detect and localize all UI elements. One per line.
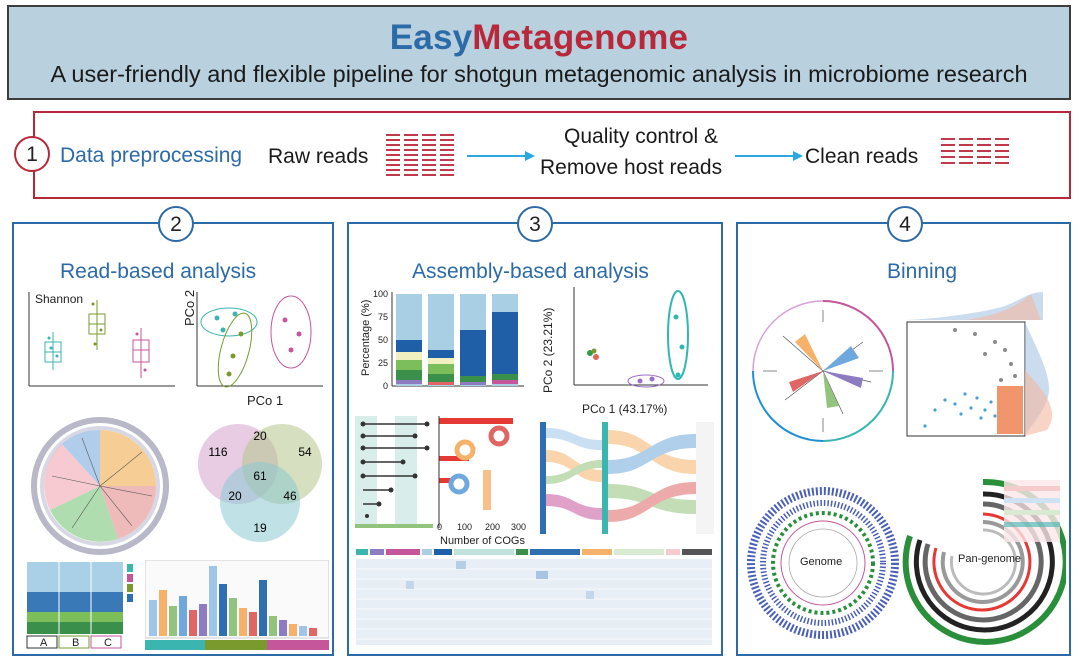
step1-number: 1 (14, 136, 50, 172)
qc-label-1: Quality control & (564, 125, 719, 148)
pct-ytick: 50 (378, 335, 389, 345)
panel4-number: 4 (887, 206, 923, 242)
clean-reads-icon (941, 138, 1010, 164)
panel2-number: 2 (158, 206, 194, 242)
cog-xtick: 200 (485, 522, 501, 532)
phylogenetic-tree (752, 300, 894, 442)
shannon-boxplot (28, 292, 175, 387)
pan-genome-plot (902, 478, 1066, 645)
percentage-bar-chart (391, 292, 524, 387)
panel3-number: 3 (517, 206, 553, 242)
venn-value: 46 (283, 489, 297, 503)
panel2-title: Read-based analysis (60, 260, 257, 283)
pct-ytick: 25 (378, 358, 389, 368)
cog-xtick: 0 (437, 522, 443, 532)
clean-reads-label: Clean reads (805, 145, 919, 168)
binning-scatter (906, 292, 1052, 437)
pcoa-assembly-plot (573, 287, 708, 388)
panel4-title: Binning (887, 260, 958, 283)
heatmap (356, 549, 712, 645)
group-label: C (104, 637, 112, 649)
venn-value: 116 (208, 445, 227, 459)
pan-genome-label: Pan-genome (958, 553, 1021, 565)
cog-xlabel: Number of COGs (440, 535, 525, 547)
group-label: A (40, 637, 48, 649)
genome-circle (747, 487, 899, 639)
cog-xtick: 100 (457, 522, 473, 532)
pct-ytick: 75 (378, 312, 389, 322)
panel3-title: Assembly-based analysis (412, 260, 649, 283)
shannon-label: Shannon (35, 292, 84, 306)
pct-ytick: 100 (373, 289, 389, 299)
raw-reads-icon (386, 134, 455, 176)
pcoa3-xlabel: PCo 1 (43.17%) (582, 402, 668, 416)
step1-panel (33, 111, 1071, 199)
page-subtitle: A user-friendly and flexible pipeline fo… (50, 61, 1028, 87)
pct-ylabel: Percentage (%) (360, 299, 372, 376)
venn-value: 54 (298, 445, 312, 459)
pcoa3-ylabel: PCo 2 (23.21%) (541, 307, 555, 393)
genome-label: Genome (800, 556, 843, 568)
title-part-metagenome: Metagenome (472, 18, 689, 57)
sankey-diagram (540, 422, 714, 534)
venn-value: 61 (253, 469, 267, 483)
raw-reads-label: Raw reads (268, 145, 369, 168)
venn-value: 20 (253, 429, 267, 443)
upset-cog-chart (355, 416, 513, 528)
step1-title: Data preprocessing (60, 144, 243, 167)
venn-diagram: 116 20 54 61 20 46 19 (198, 424, 322, 542)
venn-value: 20 (228, 489, 242, 503)
group-label: B (72, 637, 80, 649)
stacked-bar-small (26, 562, 133, 649)
venn-value: 19 (253, 521, 267, 535)
pcoa-xlabel: PCo 1 (247, 393, 284, 408)
qc-label-2: Remove host reads (540, 156, 723, 179)
header-banner: EasyMetagenome A user-friendly and flexi… (7, 5, 1071, 100)
cog-xtick: 300 (511, 522, 527, 532)
arrow-icon (467, 151, 535, 161)
arrow-icon (735, 151, 803, 161)
title-part-easy: Easy (389, 18, 473, 57)
pcoa-plot (196, 292, 323, 388)
stacked-bar-wide (145, 560, 329, 650)
page-title: EasyMetagenome (9, 18, 1069, 58)
pct-ytick: 0 (383, 381, 389, 391)
circular-tree (31, 417, 169, 555)
